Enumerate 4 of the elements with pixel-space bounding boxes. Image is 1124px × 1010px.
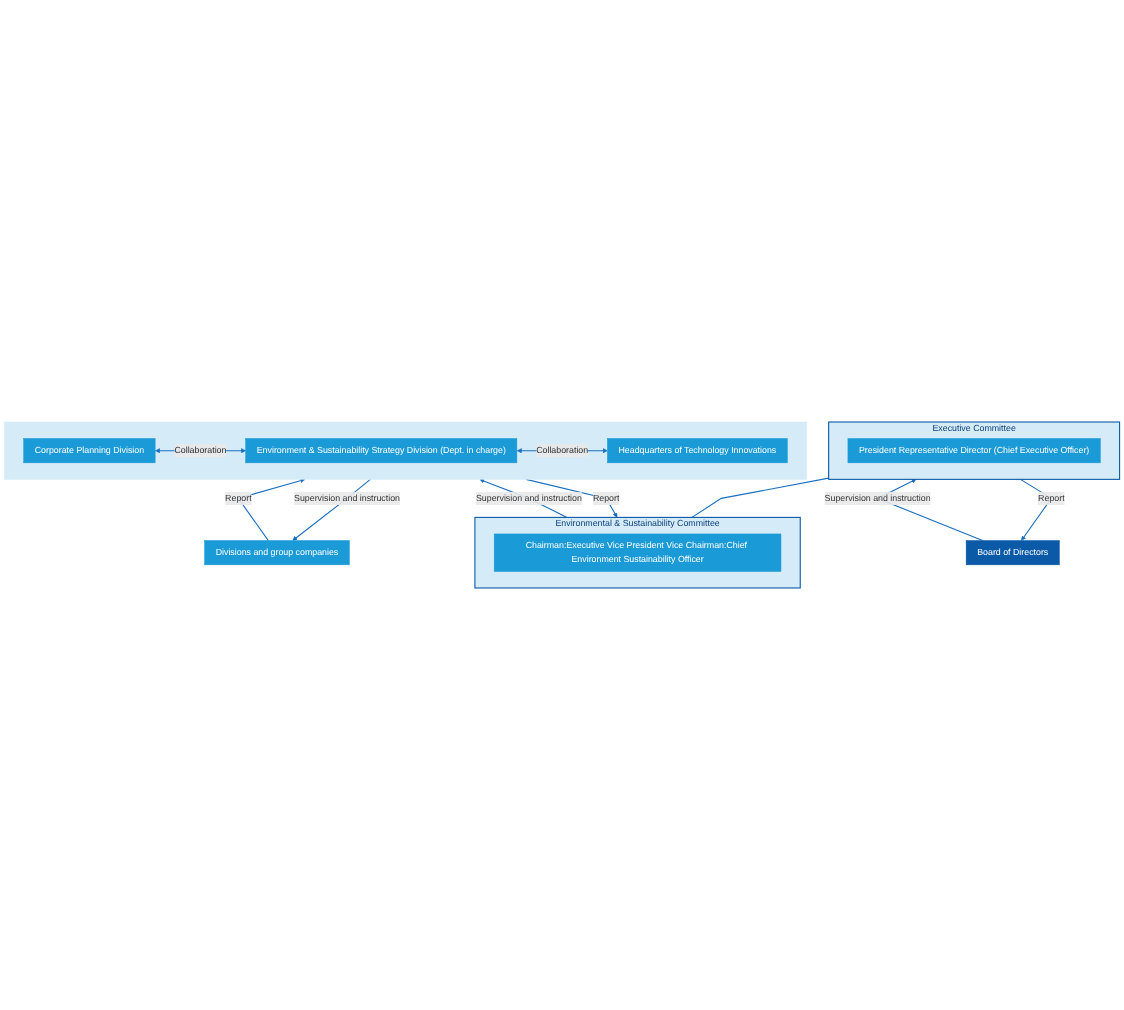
connector xyxy=(691,477,830,518)
cluster xyxy=(4,421,807,480)
arrow xyxy=(1020,478,1053,541)
arrow xyxy=(237,478,306,542)
